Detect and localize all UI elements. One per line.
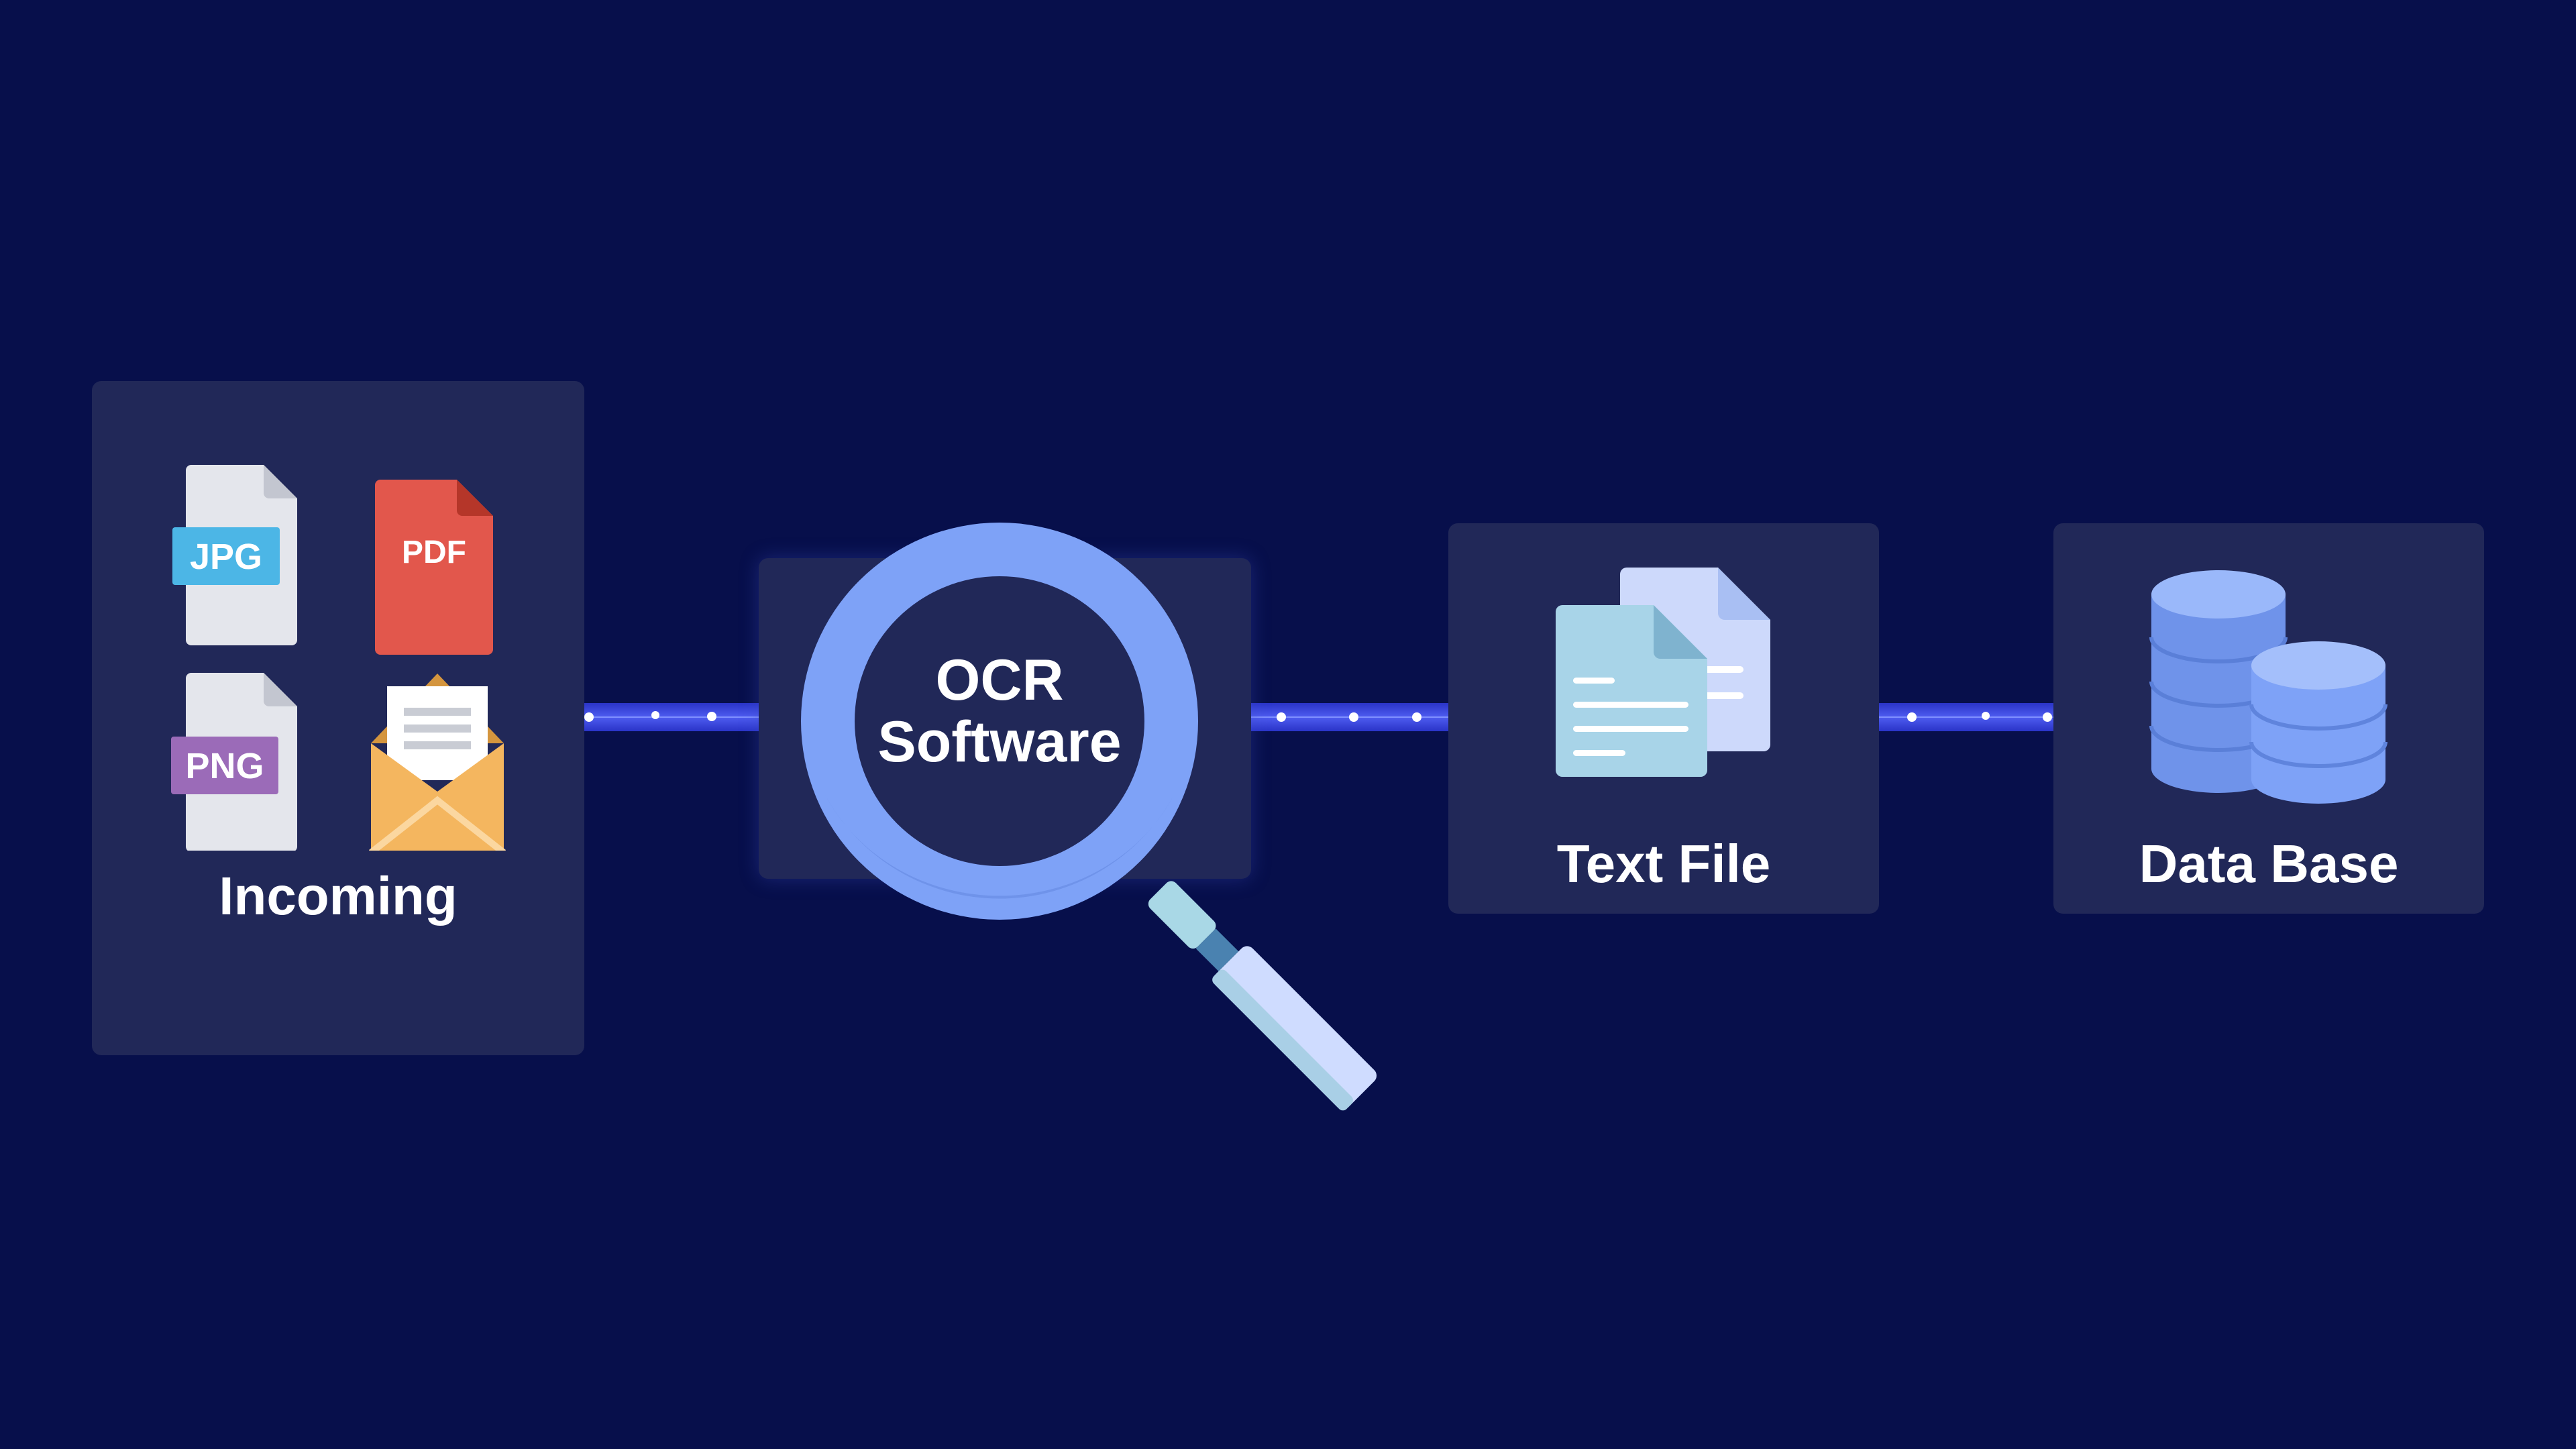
incoming-icons: JPG PDF PNG (171, 465, 506, 851)
png-file-icon: PNG (171, 673, 297, 851)
connector-incoming-ocr (584, 703, 760, 731)
connector-textfile-database (1879, 703, 2053, 731)
ocr-label-line1: OCR (935, 648, 1064, 712)
pdf-label: PDF (402, 535, 466, 570)
database-front-cylinder (2249, 641, 2387, 804)
incoming-node: JPG PDF PNG Incoming (92, 381, 584, 1055)
documents-icon (1556, 568, 1770, 777)
text-file-node: Text File (1448, 523, 1879, 914)
png-label: PNG (185, 746, 264, 786)
envelope-icon (368, 674, 506, 851)
pdf-file-icon: PDF (375, 480, 493, 655)
jpg-label: JPG (190, 537, 262, 577)
text-file-label: Text File (1556, 834, 1771, 894)
database-node: Data Base (2053, 523, 2484, 914)
jpg-file-icon: JPG (172, 465, 297, 645)
database-icon (2149, 570, 2387, 804)
ocr-label: OCR Software (865, 649, 1134, 773)
incoming-label: Incoming (219, 866, 458, 926)
connector-ocr-textfile (1251, 703, 1448, 731)
ocr-label-line2: Software (877, 710, 1122, 774)
database-label: Data Base (2139, 834, 2399, 894)
